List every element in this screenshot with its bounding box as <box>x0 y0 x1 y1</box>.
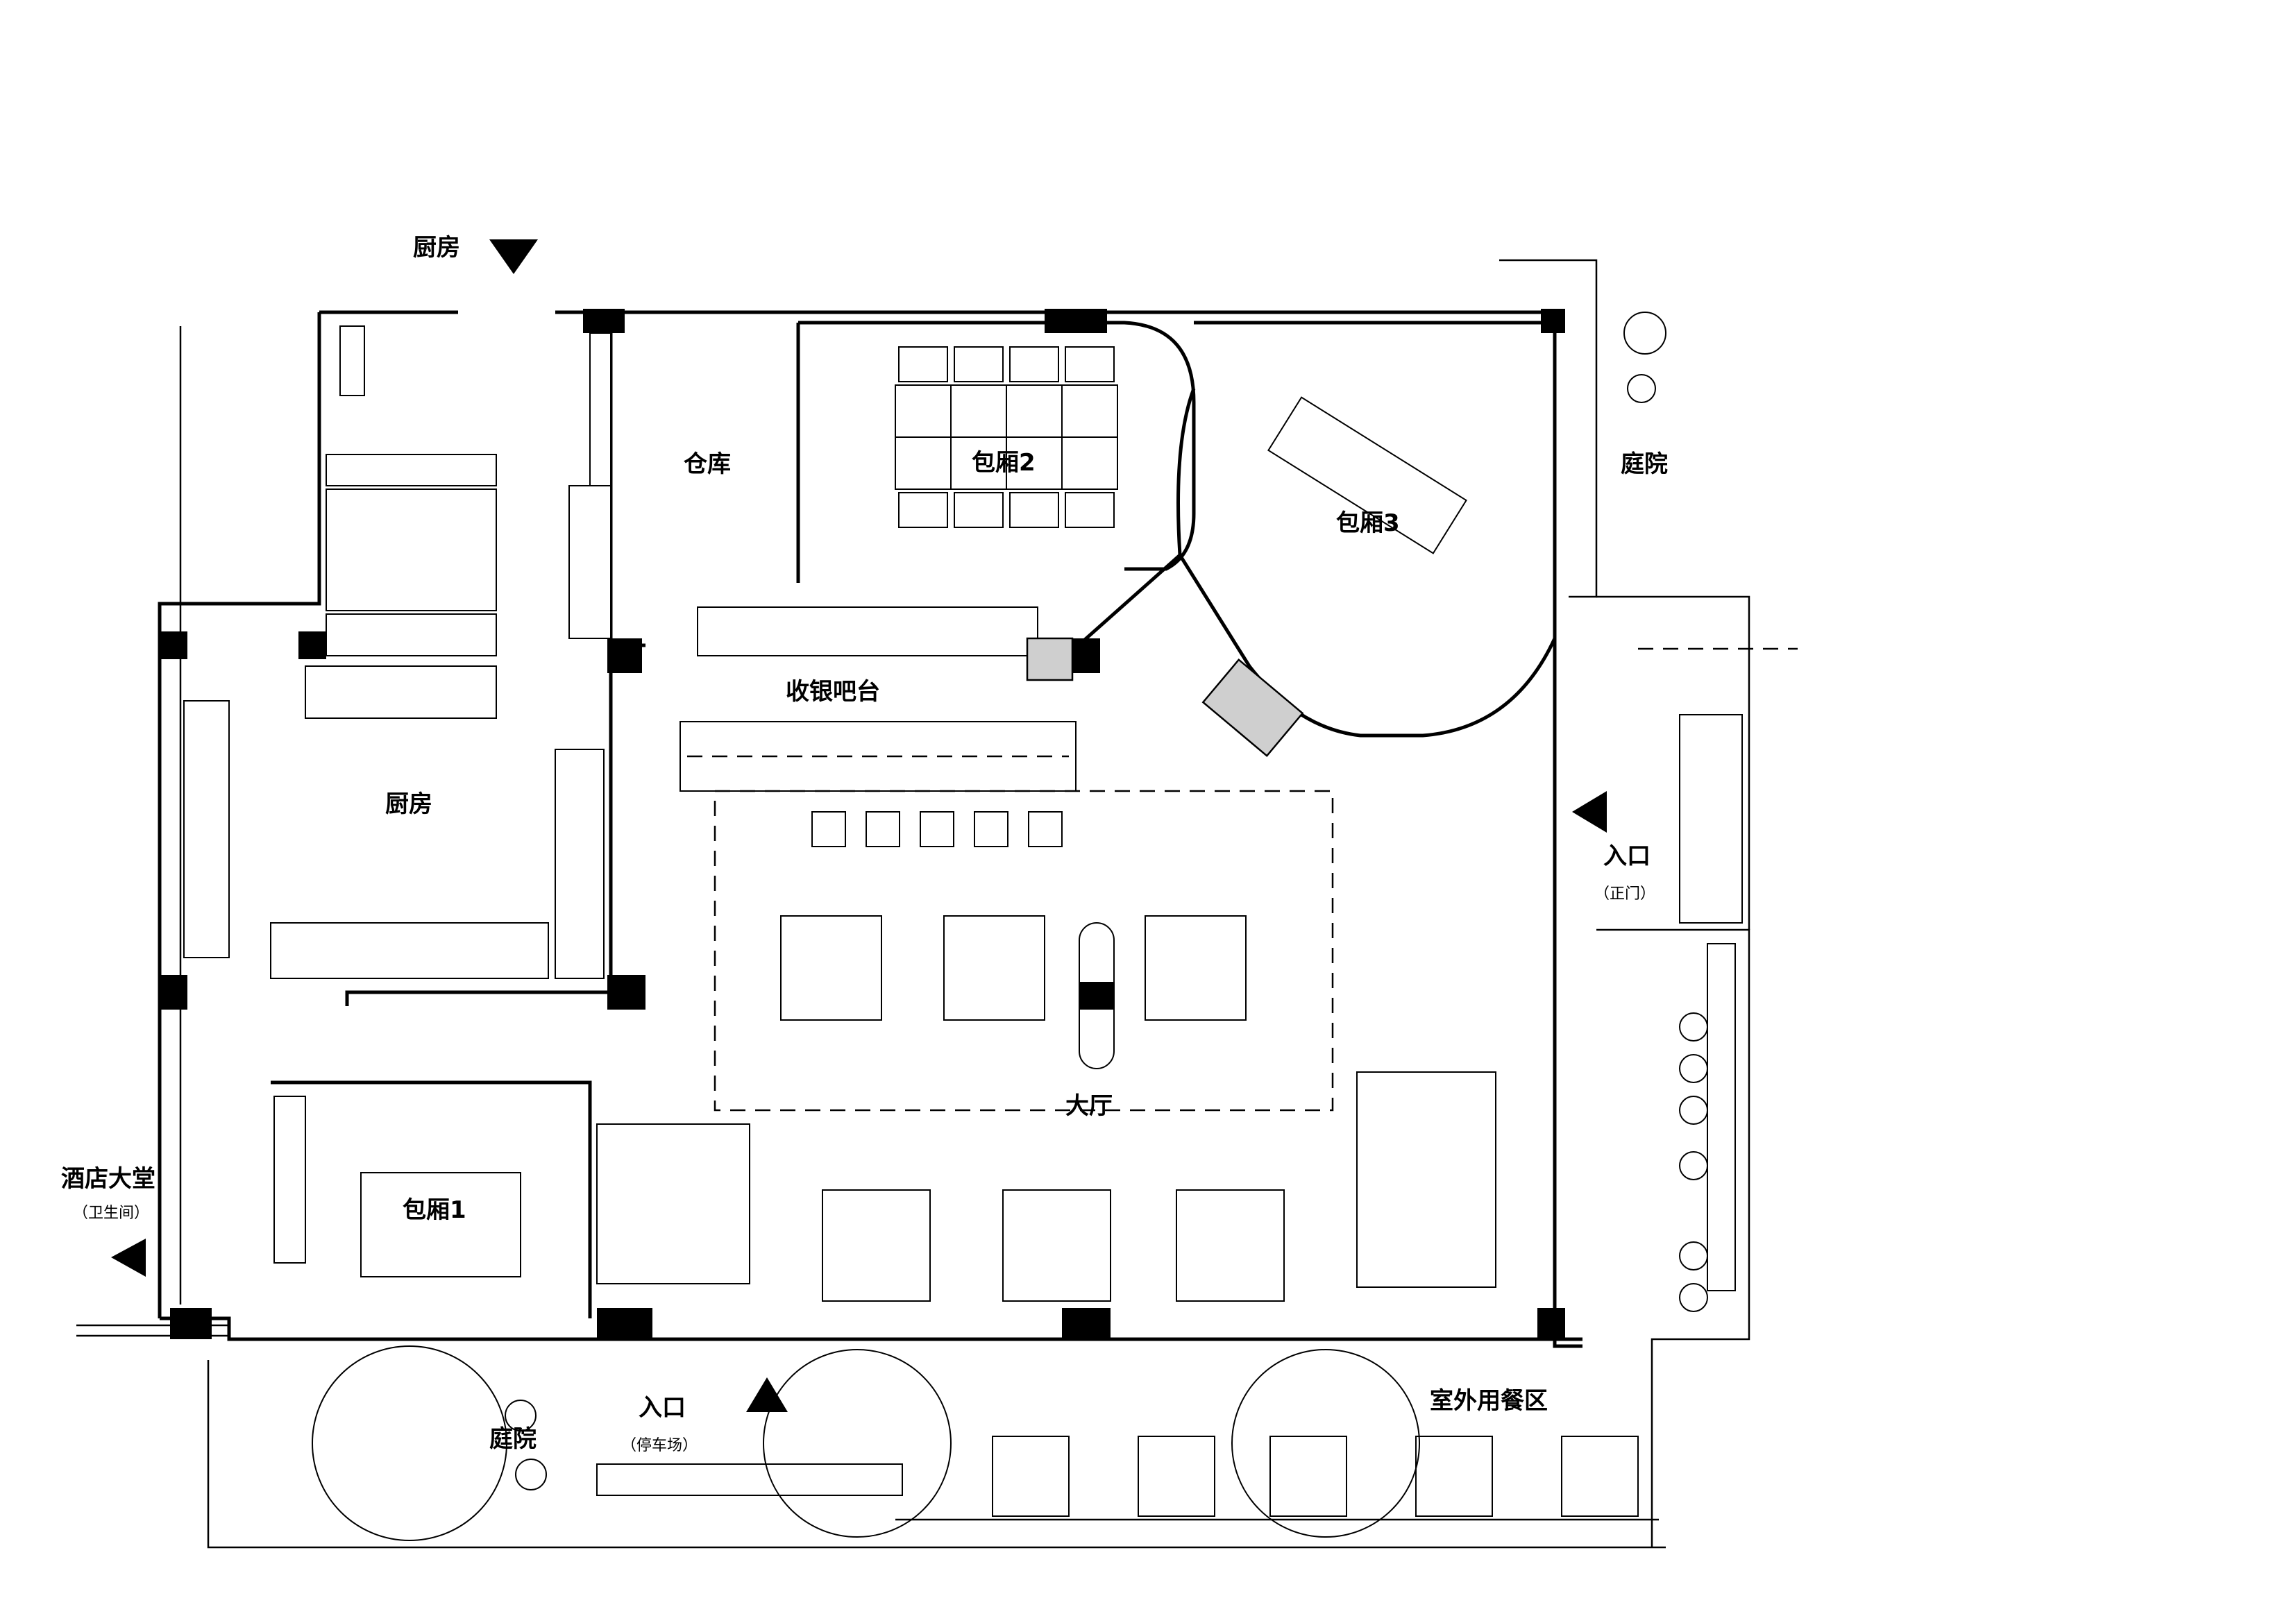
label-courtyard-right: 庭院 <box>1621 450 1668 478</box>
column <box>597 1308 652 1339</box>
outdoor-table <box>1415 1436 1493 1517</box>
private-room-2-furniture <box>798 321 1196 571</box>
long-table <box>1356 1071 1496 1288</box>
outdoor-table <box>1561 1436 1639 1517</box>
column <box>607 975 645 1010</box>
label-private-room-2: 包厢2 <box>972 449 1036 477</box>
booth <box>1002 1189 1111 1302</box>
table <box>1145 915 1247 1021</box>
table <box>360 1172 521 1277</box>
label-private-room-3: 包厢3 <box>1336 509 1400 537</box>
table <box>943 915 1045 1021</box>
label-main-entrance: 入口 <box>1603 842 1651 870</box>
label-courtyard-bottom: 庭院 <box>489 1425 537 1453</box>
main-entrance-arrow-icon <box>1572 791 1607 833</box>
tree <box>312 1345 507 1541</box>
cashier-bar-counter <box>679 606 1077 847</box>
column <box>160 975 187 1010</box>
hotel-lobby-arrow-icon <box>111 1239 146 1277</box>
outdoor-table <box>1269 1436 1347 1517</box>
table <box>1267 396 1467 554</box>
label-storage: 仓库 <box>684 450 731 478</box>
right-side <box>1499 259 1798 1547</box>
kitchen-equipment <box>183 325 611 979</box>
column <box>160 631 187 659</box>
outdoor-table <box>992 1436 1070 1517</box>
private-room-1-furniture <box>273 1096 521 1277</box>
label-kitchen-top: 厨房 <box>413 234 460 262</box>
column <box>1072 638 1100 673</box>
tree <box>1231 1349 1420 1538</box>
table <box>780 915 882 1021</box>
tree <box>763 1349 952 1538</box>
label-private-room-1: 包厢1 <box>403 1196 466 1224</box>
label-outdoor-dining: 室外用餐区 <box>1430 1387 1548 1415</box>
private-room-3-furniture <box>1176 321 1557 738</box>
parking-entrance-arrow-icon <box>746 1377 788 1412</box>
booth <box>822 1189 931 1302</box>
sofa-set <box>596 1123 750 1284</box>
label-parking-entrance-note: （停车场） <box>621 1437 698 1454</box>
label-hall: 大厅 <box>1065 1092 1113 1120</box>
kitchen-entrance-arrow-icon <box>489 239 538 274</box>
column <box>583 309 625 333</box>
bottom-exterior <box>207 1345 1666 1549</box>
label-hotel-lobby: 酒店大堂 <box>61 1165 155 1193</box>
column <box>298 631 326 659</box>
hall-furniture <box>596 658 1496 1302</box>
label-main-entrance-note: （正门） <box>1594 885 1655 903</box>
label-cashier-bar: 收银吧台 <box>786 678 880 706</box>
column <box>1537 1308 1565 1339</box>
label-hotel-lobby-note: （卫生间） <box>73 1205 149 1222</box>
column <box>170 1308 212 1339</box>
label-kitchen: 厨房 <box>385 790 432 818</box>
booth <box>1176 1189 1285 1302</box>
column <box>607 638 642 673</box>
label-parking-entrance: 入口 <box>639 1394 686 1422</box>
entrance-markers <box>111 239 1607 1412</box>
column <box>1062 1308 1111 1339</box>
outdoor-table <box>1138 1436 1215 1517</box>
